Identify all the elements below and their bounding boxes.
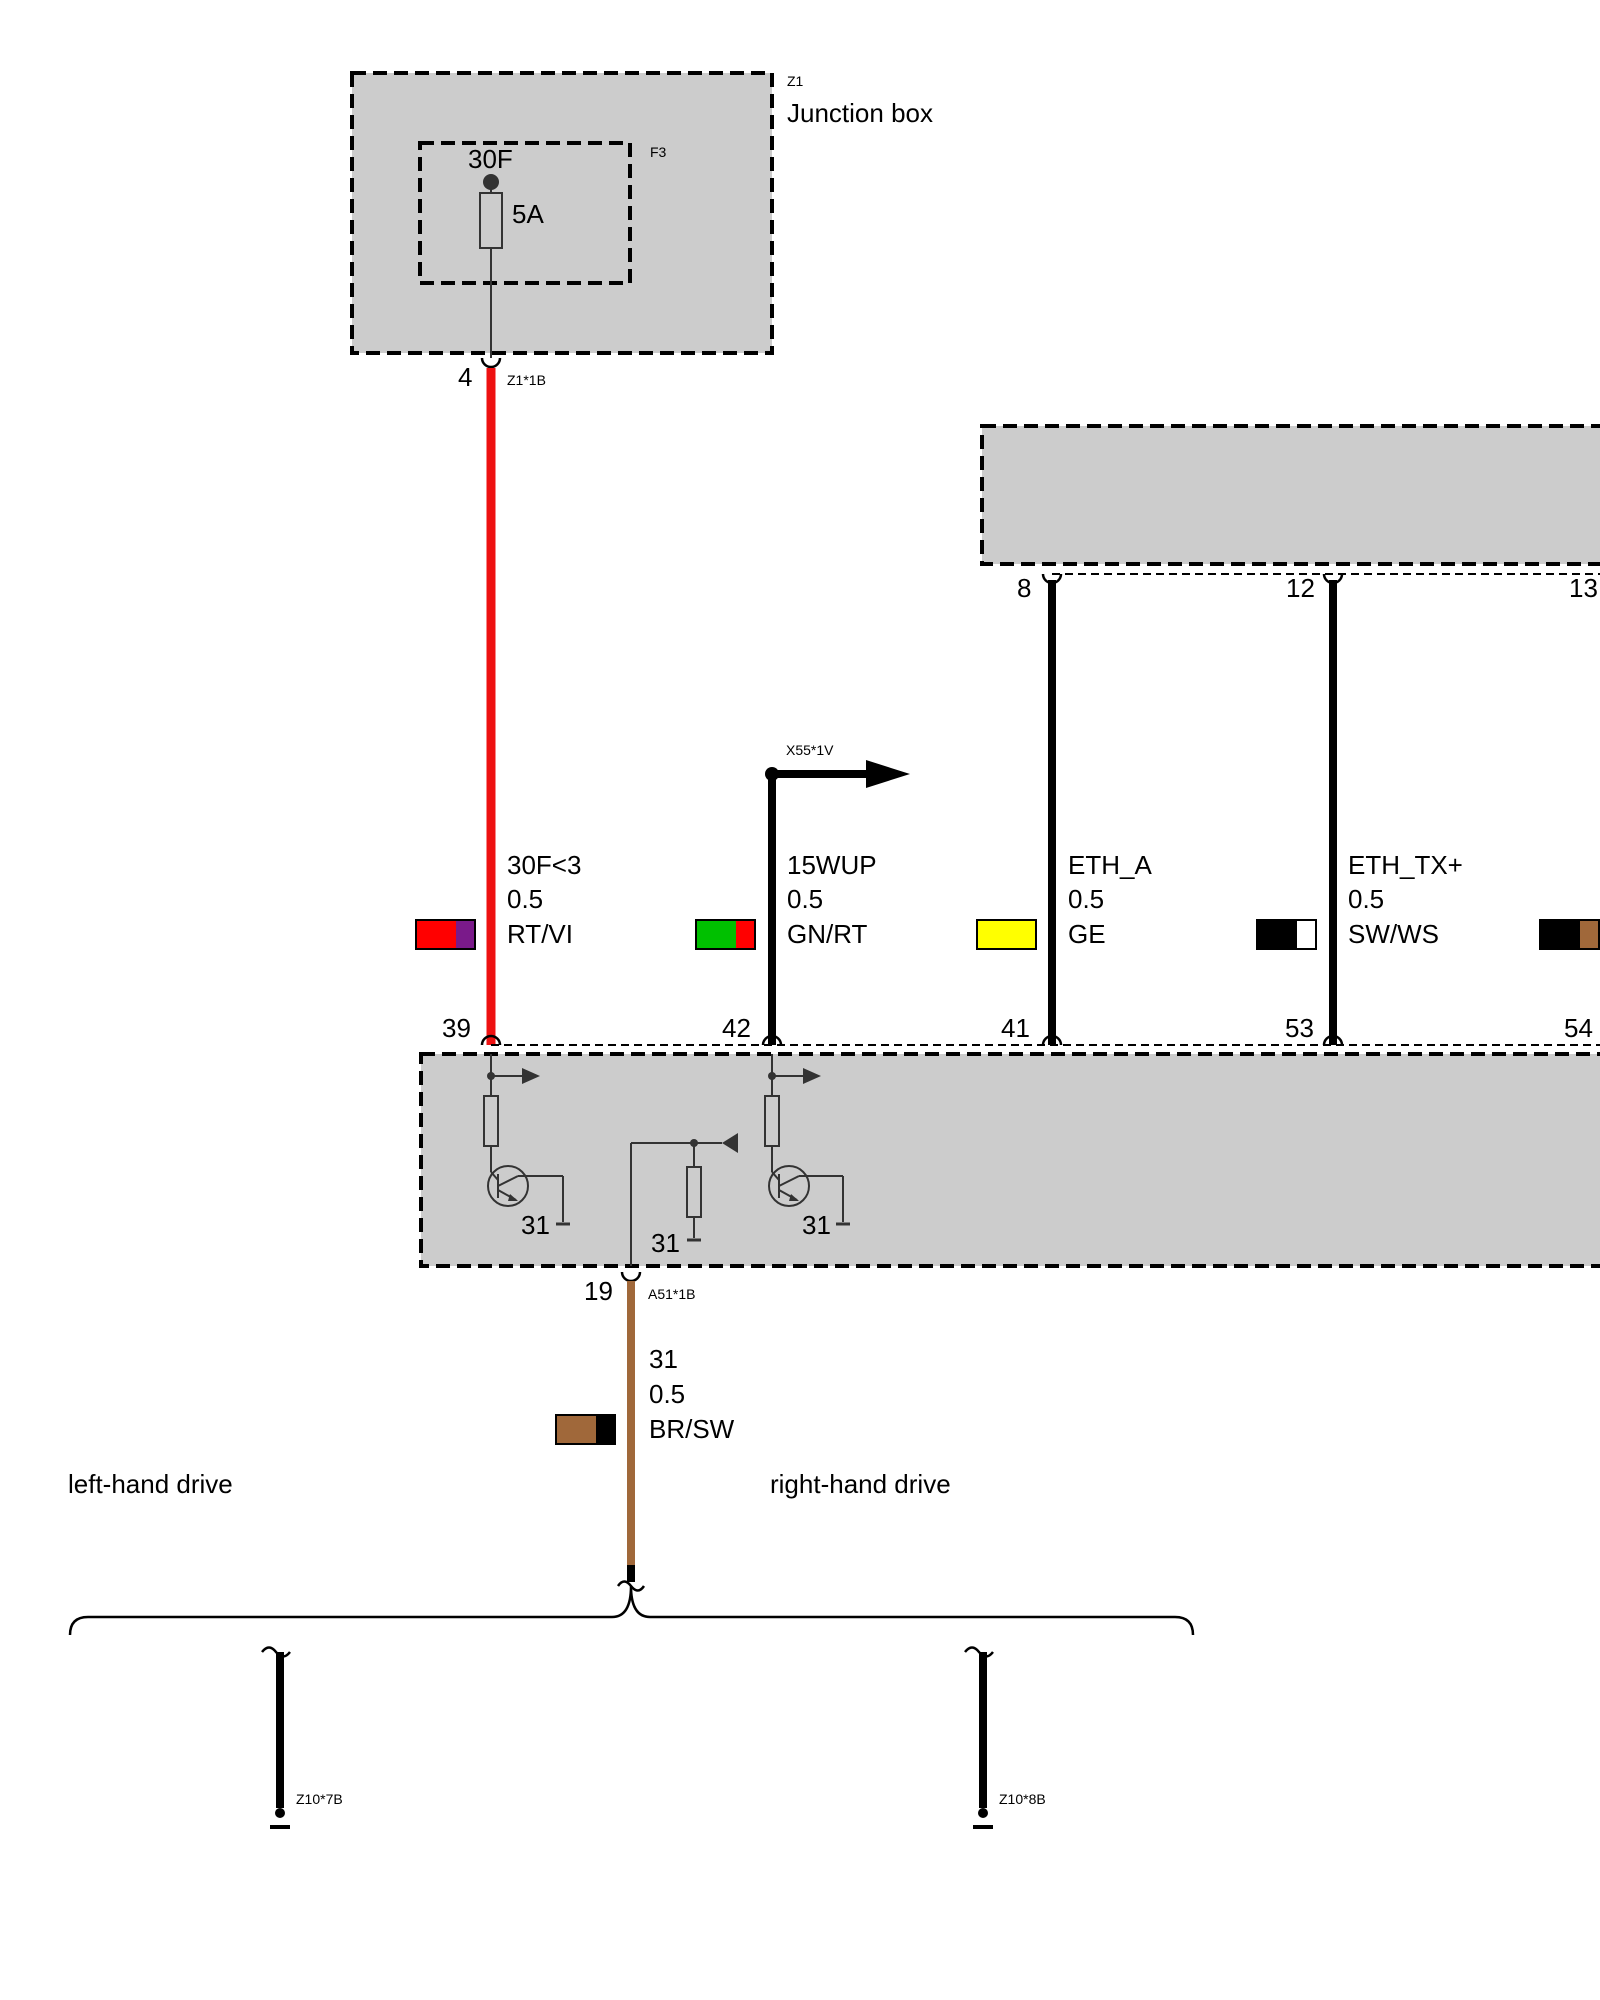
wire-1-color: RT/VI [507, 919, 573, 949]
pin-41-socket [1041, 1034, 1063, 1046]
a51-pin-socket [620, 1271, 642, 1283]
left-hand-drive-label: left-hand drive [68, 1469, 233, 1499]
junction-box-title: Junction box [787, 98, 933, 128]
upper-pin-8: 8 [1017, 573, 1031, 603]
wire-3-size: 0.5 [1068, 884, 1104, 914]
pin-42-socket [761, 1034, 783, 1046]
wire-1-signal: 30F<3 [507, 850, 581, 880]
ground-point-left [261, 1646, 291, 1829]
x55-ref: X55*1V [786, 742, 834, 758]
z1-connector-ref: Z1*1B [507, 372, 546, 388]
wire-2-size: 0.5 [787, 884, 823, 914]
ground-wire-color-swatch [555, 1414, 616, 1445]
ground-wire-color: BR/SW [649, 1414, 735, 1444]
ground-label-1: 31 [521, 1210, 550, 1240]
ground-wire-signal: 31 [649, 1344, 678, 1374]
a51-connector-ref: A51*1B [648, 1286, 695, 1302]
wire-3-color: GE [1068, 919, 1106, 949]
pin-53-socket [1322, 1034, 1344, 1046]
pin-39-socket [480, 1034, 502, 1046]
wire-2-color-swatch [695, 919, 756, 950]
output-transistor-stage-1 [483, 1054, 570, 1226]
wire-4-color: SW/WS [1348, 919, 1439, 949]
wire-5-color-swatch [1539, 919, 1600, 950]
pin-41: 41 [1001, 1013, 1030, 1043]
fuse-holder [418, 141, 632, 285]
ground-point-left-ref: Z10*7B [296, 1791, 343, 1807]
pin-39: 39 [442, 1013, 471, 1043]
wire-2-signal: 15WUP [787, 850, 877, 880]
upper-pin-13: 13 [1569, 573, 1598, 603]
pin-54: 54 [1564, 1013, 1593, 1043]
ground-label-2: 31 [651, 1228, 680, 1258]
z1-pin-number: 4 [458, 362, 472, 392]
fuse-terminal-label: 30F [468, 144, 513, 174]
ground-wire-size: 0.5 [649, 1379, 685, 1409]
wire-4-signal: ETH_TX+ [1348, 850, 1463, 880]
wire-4-color-swatch [1256, 919, 1317, 950]
wire-2-color: GN/RT [787, 919, 868, 949]
ground-label-3: 31 [802, 1210, 831, 1240]
z1-pin-socket [480, 357, 502, 369]
variant-brace [68, 1585, 1195, 1636]
output-transistor-stage-2 [764, 1054, 850, 1226]
x55-arrow-icon [866, 760, 910, 788]
ground-point-right-ref: Z10*8B [999, 1791, 1046, 1807]
upper-module-box [980, 424, 1600, 566]
wire-4-size: 0.5 [1348, 884, 1384, 914]
wire-1-color-swatch [415, 919, 476, 950]
wire-3-color-swatch [976, 919, 1037, 950]
lower-module-box [419, 1052, 1600, 1268]
junction-box [350, 71, 774, 355]
ground-sense-circuit [630, 1133, 738, 1266]
ground-point-right [964, 1646, 994, 1829]
a51-pin-number: 19 [584, 1276, 613, 1306]
fuse-ref: F3 [650, 144, 667, 160]
upper-pin-12: 12 [1286, 573, 1315, 603]
pin-53: 53 [1285, 1013, 1314, 1043]
wire-1-size: 0.5 [507, 884, 543, 914]
wire-split-tilde [616, 1580, 646, 1592]
wire-3-signal: ETH_A [1068, 850, 1152, 880]
right-hand-drive-label: right-hand drive [770, 1469, 951, 1499]
junction-box-ref: Z1 [787, 73, 804, 89]
pin-42: 42 [722, 1013, 751, 1043]
fuse-rating: 5A [512, 199, 544, 229]
